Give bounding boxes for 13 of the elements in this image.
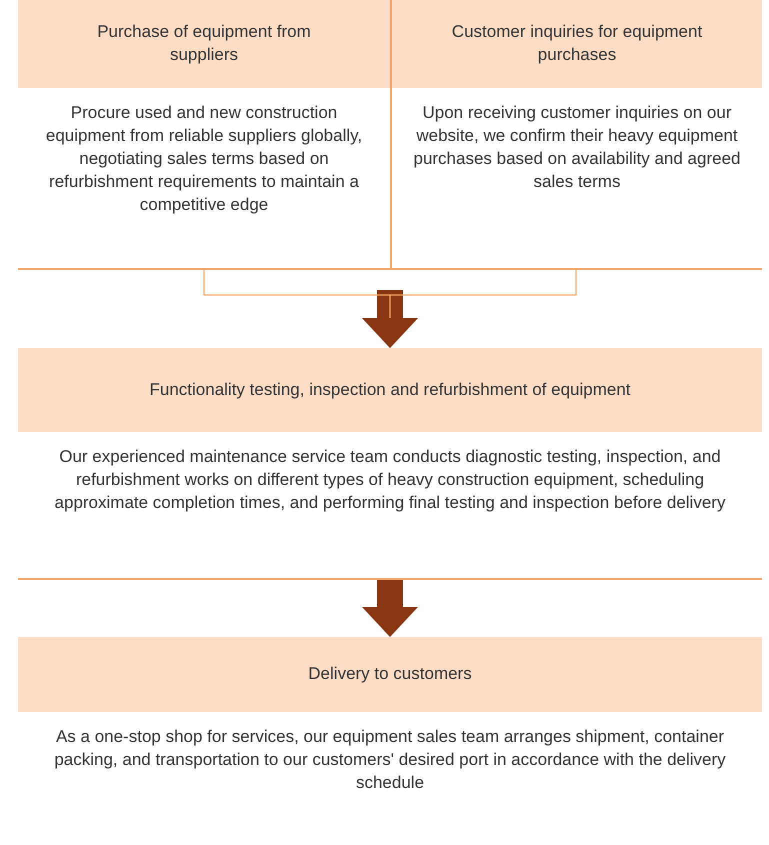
stage-heading: Purchase of equipment from suppliers <box>18 0 390 88</box>
stage-description: As a one-stop shop for services, our equipment sales team arranges shipment, container packing, and transportation to our customers' desired port in accordance with the delivery schedule <box>53 726 727 794</box>
stage-description: Upon receiving customer inquiries on our website, we confirm their heavy equipment purchases based on availability and agreed sales terms <box>412 102 742 193</box>
stage-description: Our experienced maintenance service team conducts diagnostic testing, inspection, and refurbishment works on different types of heavy construction equipment, scheduling approximate completion times, and performing final testing and inspection before delivery <box>54 446 726 514</box>
stage-heading: Delivery to customers <box>18 637 762 712</box>
arrow <box>362 270 577 348</box>
process-panel <box>18 348 762 580</box>
stage-description: Procure used and new construction equipment from reliable suppliers globally, negotiating sales terms based on refurbishment requirements to maintain a competitive edge <box>44 102 364 216</box>
process-panel <box>18 0 390 270</box>
stage-heading: Customer inquiries for equipment purchases <box>392 0 762 88</box>
arrow <box>362 580 418 637</box>
process-panel <box>390 0 762 270</box>
stage-heading: Functionality testing, inspection and refurbishment of equipment <box>18 348 762 432</box>
